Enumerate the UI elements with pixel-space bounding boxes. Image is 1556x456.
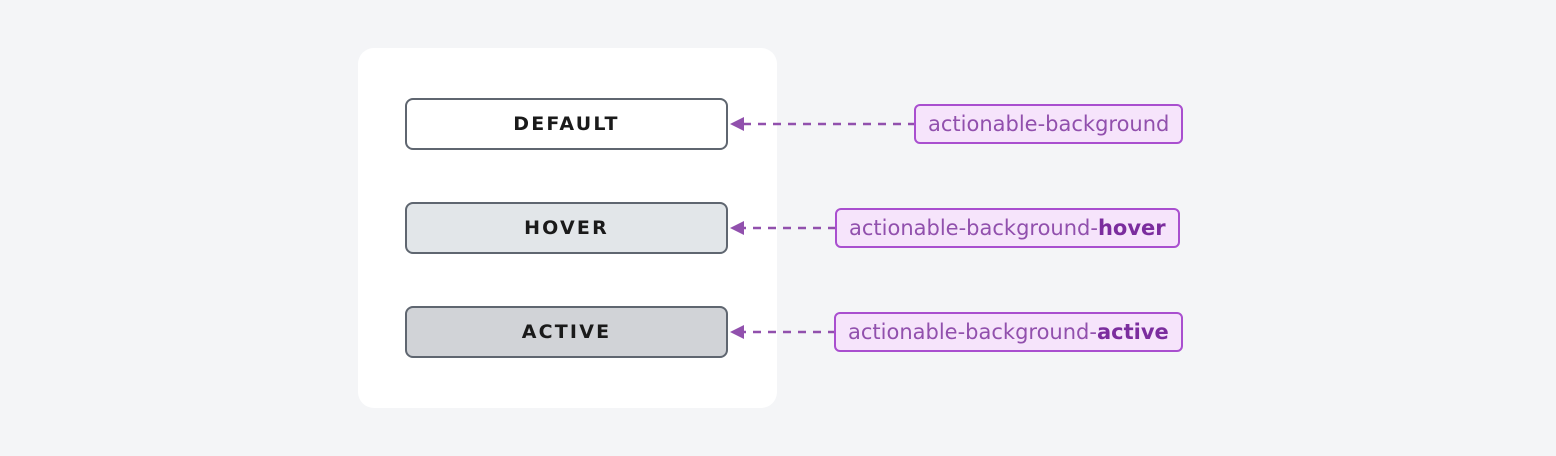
token-chip-active-suffix: active [1096, 319, 1169, 344]
token-chip-default-base: actionable-background [928, 111, 1170, 136]
button-state-hover-label: HOVER [524, 216, 609, 239]
token-chip-default-text: actionable-background [928, 111, 1170, 136]
token-chip-active: actionable-background-active [834, 312, 1183, 352]
button-state-default[interactable]: DEFAULT [405, 98, 728, 150]
button-state-hover[interactable]: HOVER [405, 202, 728, 254]
button-state-active[interactable]: ACTIVE [405, 306, 728, 358]
button-state-default-label: DEFAULT [513, 112, 620, 135]
token-chip-active-text: actionable-background-active [848, 319, 1169, 344]
token-chip-hover-text: actionable-background-hover [849, 215, 1166, 240]
button-state-active-label: ACTIVE [521, 320, 612, 343]
token-chip-default: actionable-background [914, 104, 1184, 144]
token-chip-hover-base: actionable-background- [849, 215, 1098, 240]
token-chip-active-base: actionable-background- [848, 319, 1097, 344]
token-chip-hover: actionable-background-hover [835, 208, 1180, 248]
token-chip-hover-suffix: hover [1097, 215, 1166, 240]
